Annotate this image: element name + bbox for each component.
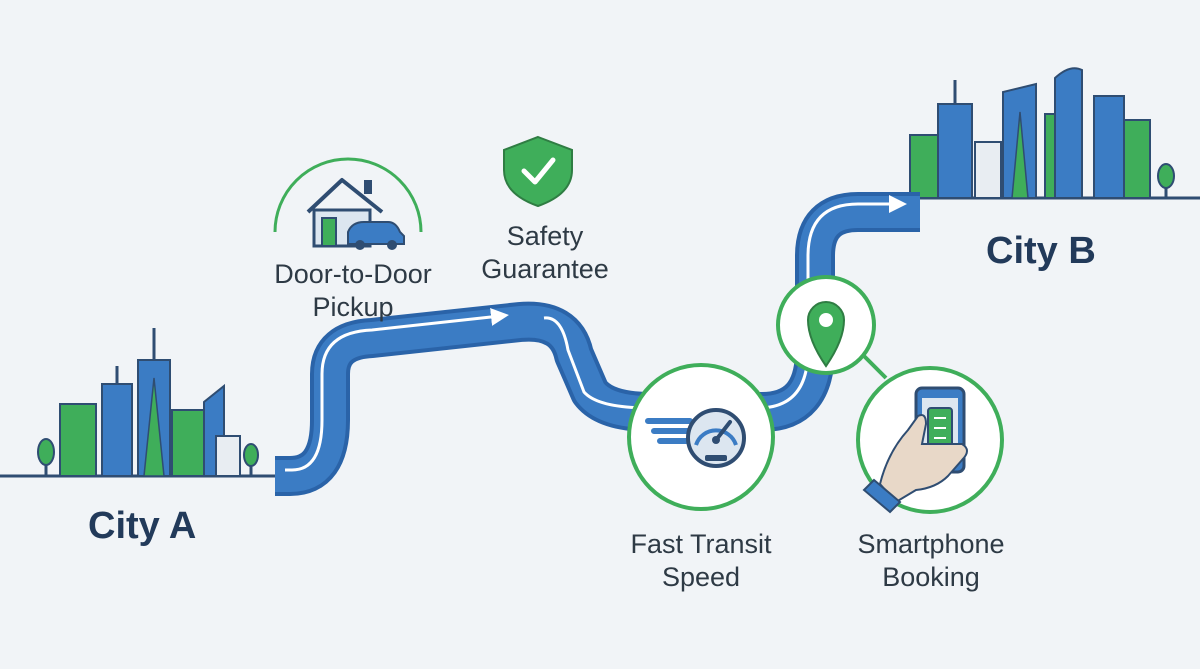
shield-check-icon <box>503 135 573 208</box>
map-pin-icon <box>776 275 888 380</box>
speedometer-wings-icon <box>627 363 775 511</box>
feature-label-door-to-door: Door-to-Door Pickup <box>258 258 448 324</box>
building <box>1093 95 1125 199</box>
feature-label-line: Pickup <box>312 292 394 322</box>
city-a-label: City A <box>88 505 197 547</box>
feature-label-line: Safety <box>506 221 584 251</box>
building <box>59 403 97 477</box>
building <box>1054 67 1083 199</box>
feature-label-line: Guarantee <box>481 254 609 284</box>
city-b-skyline <box>909 67 1200 200</box>
feature-label-safety: Safety Guarantee <box>460 220 630 286</box>
building <box>101 383 133 477</box>
feature-label-line: Door-to-Door <box>274 259 432 289</box>
building <box>974 141 1002 199</box>
house-car-icon <box>273 157 423 250</box>
building <box>937 103 973 199</box>
feature-label-line: Smartphone <box>857 529 1005 559</box>
city-a-skyline <box>0 328 275 478</box>
building <box>1123 119 1151 199</box>
feature-label-fast-transit: Fast Transit Speed <box>606 528 796 594</box>
tree-icon <box>37 438 55 476</box>
feature-label-smartphone: Smartphone Booking <box>836 528 1026 594</box>
building <box>171 409 205 477</box>
feature-label-line: Fast Transit <box>630 529 772 559</box>
tree-icon <box>243 443 259 476</box>
smartphone-ticket-icon <box>856 366 1004 514</box>
building <box>215 435 241 477</box>
city-b-label: City B <box>986 230 1096 272</box>
feature-label-line: Speed <box>661 562 741 592</box>
building <box>909 134 939 199</box>
feature-label-line: Booking <box>882 562 980 592</box>
tree-icon <box>1157 163 1175 198</box>
